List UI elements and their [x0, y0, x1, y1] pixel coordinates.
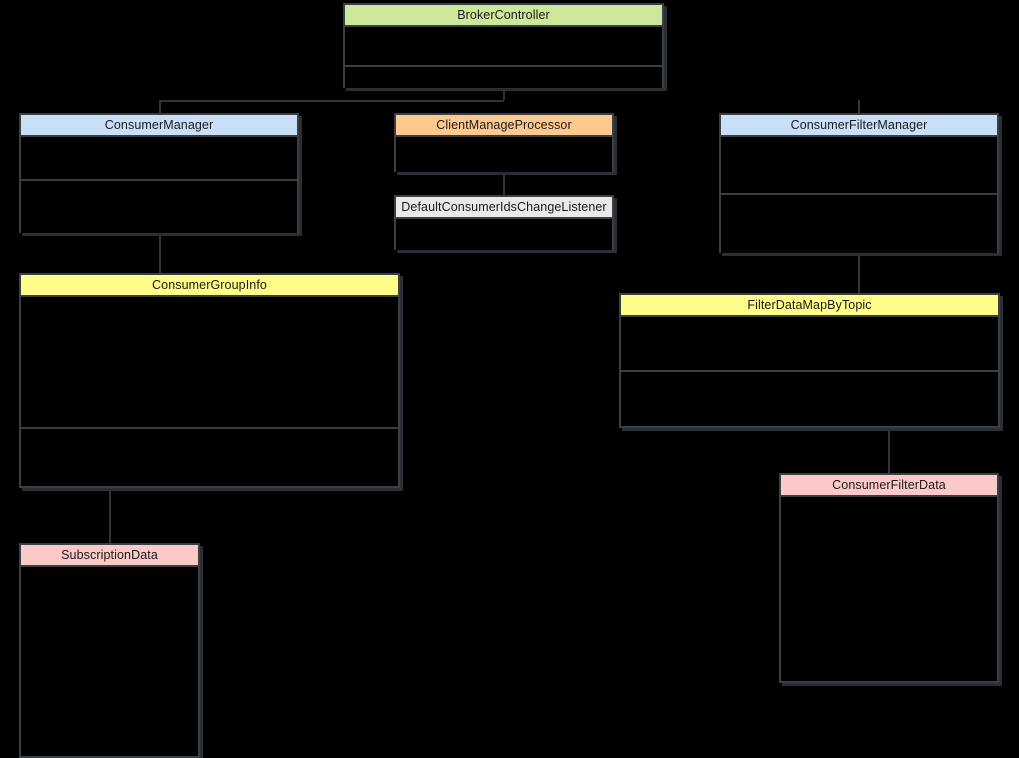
- uml-compartment-filter-data-map-by-topic-0: [621, 317, 998, 372]
- uml-class-name-subscription-data: SubscriptionData: [21, 545, 198, 567]
- connector-broker-to-filter-manager-drop: [858, 100, 860, 114]
- uml-class-client-manage-processor[interactable]: ClientManageProcessor: [394, 113, 614, 172]
- uml-class-consumer-filter-data[interactable]: ConsumerFilterData: [779, 473, 999, 683]
- uml-class-consumer-group-info[interactable]: ConsumerGroupInfo: [19, 273, 400, 488]
- uml-class-subscription-data[interactable]: SubscriptionData: [19, 543, 200, 758]
- uml-compartment-consumer-filter-data-0: [781, 497, 997, 681]
- uml-class-name-client-manage-processor: ClientManageProcessor: [396, 115, 612, 137]
- uml-compartment-consumer-filter-manager-0: [721, 137, 997, 195]
- uml-class-consumer-manager[interactable]: ConsumerManager: [19, 113, 299, 233]
- uml-class-name-broker-controller: BrokerController: [345, 5, 662, 27]
- uml-class-name-consumer-filter-data: ConsumerFilterData: [781, 475, 997, 497]
- uml-compartment-consumer-filter-manager-1: [721, 195, 997, 253]
- connector-broker-down-stub: [503, 88, 505, 100]
- uml-class-filter-data-map-by-topic[interactable]: FilterDataMapByTopic: [619, 293, 1000, 428]
- uml-class-default-consumer-ids-change-listener[interactable]: DefaultConsumerIdsChangeListener: [394, 195, 614, 250]
- connector-broker-to-consumer-manager-drop: [159, 100, 161, 114]
- uml-compartment-client-manage-processor-0: [396, 137, 612, 172]
- uml-compartment-filter-data-map-by-topic-1: [621, 372, 998, 426]
- uml-class-consumer-filter-manager[interactable]: ConsumerFilterManager: [719, 113, 999, 253]
- uml-class-name-consumer-group-info: ConsumerGroupInfo: [21, 275, 398, 297]
- connector-consumer-manager-to-group-info: [159, 233, 161, 274]
- uml-class-name-consumer-manager: ConsumerManager: [21, 115, 297, 137]
- uml-compartment-consumer-group-info-1: [21, 429, 398, 486]
- connector-map-to-filter-data: [888, 428, 890, 474]
- uml-class-name-consumer-filter-manager: ConsumerFilterManager: [721, 115, 997, 137]
- connector-processor-to-listener: [503, 172, 505, 196]
- uml-compartment-broker-controller-1: [345, 67, 662, 88]
- connector-broker-to-consumer-manager: [159, 100, 504, 102]
- uml-compartment-broker-controller-0: [345, 27, 662, 67]
- uml-class-name-filter-data-map-by-topic: FilterDataMapByTopic: [621, 295, 998, 317]
- uml-compartment-subscription-data-0: [21, 567, 198, 756]
- uml-class-broker-controller[interactable]: BrokerController: [343, 3, 664, 88]
- uml-compartment-default-consumer-ids-change-listener-0: [396, 219, 612, 250]
- uml-compartment-consumer-group-info-0: [21, 297, 398, 429]
- uml-compartment-consumer-manager-1: [21, 181, 297, 233]
- uml-class-name-default-consumer-ids-change-listener: DefaultConsumerIdsChangeListener: [396, 197, 612, 219]
- connector-group-info-to-subscription: [109, 488, 111, 544]
- connector-filter-manager-to-map: [858, 253, 860, 294]
- uml-compartment-consumer-manager-0: [21, 137, 297, 181]
